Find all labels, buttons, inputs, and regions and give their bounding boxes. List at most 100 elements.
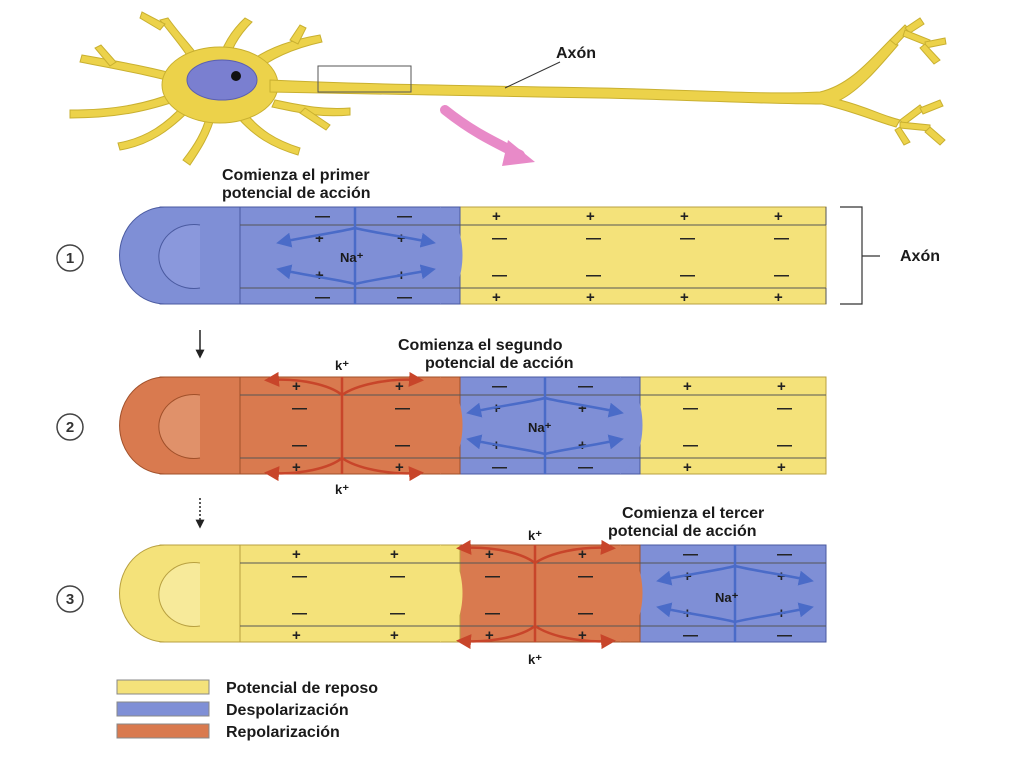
sign: —: [777, 437, 792, 454]
stage-2-k-arrows: [264, 371, 424, 482]
stage-2-resting-region: [619, 376, 827, 475]
axon-segment-box: [317, 65, 412, 93]
sign: +: [578, 546, 587, 563]
stage-3-tube-opening: [158, 562, 201, 627]
sign: —: [397, 208, 412, 225]
sign: —: [578, 459, 593, 476]
sign: —: [395, 400, 410, 417]
stage-1-caption-line1: Comienza el primer: [222, 167, 370, 184]
stage-1-axon-bracket-label: Axón: [900, 248, 940, 265]
dendrites: [69, 11, 351, 166]
stage-3-caption-line1: Comienza el tercer: [622, 505, 764, 522]
sign: —: [774, 267, 789, 284]
axon-label-leader: [504, 61, 561, 89]
sign: —: [777, 400, 792, 417]
sign: +: [292, 546, 301, 563]
stage-3-na-label: Na⁺: [715, 590, 739, 605]
sign: —: [680, 267, 695, 284]
sign: —: [774, 230, 789, 247]
legend-item-resting: Potencial de reposo: [116, 679, 378, 697]
stage-3-na-arrows: [656, 545, 814, 642]
legend-item-depolarization: Despolarización: [116, 701, 349, 719]
sign: +: [777, 459, 786, 476]
sign: +: [485, 546, 494, 563]
nucleus: [186, 59, 258, 101]
stage-3-k-label-bottom: k⁺: [528, 652, 542, 667]
legend-label-resting: Potencial de reposo: [226, 680, 378, 697]
sign: —: [492, 230, 507, 247]
sign: +: [390, 627, 399, 644]
stage-1-number: 1: [66, 250, 74, 267]
sign: —: [390, 605, 405, 622]
sign: +: [395, 459, 404, 476]
sign: —: [683, 546, 698, 563]
sign: —: [586, 230, 601, 247]
sign: —: [292, 400, 307, 417]
sign: +: [292, 378, 301, 395]
stage-1: Comienza el primer potencial de acción 1…: [56, 167, 940, 306]
sign: +: [315, 267, 324, 284]
stage-2-caption-line1: Comienza el segundo: [398, 337, 563, 354]
sign: +: [315, 230, 324, 247]
sign: —: [292, 568, 307, 585]
sign: —: [578, 605, 593, 622]
sign: —: [315, 208, 330, 225]
legend: Potencial de reposo Despolarización Repo…: [116, 679, 378, 741]
legend-swatch-depolarization: [116, 701, 210, 717]
stage-3: Comienza el tercer potencial de acción 3…: [56, 505, 827, 667]
stage-1-number-circle: [56, 244, 84, 272]
stage-3-yellow-front: [440, 545, 463, 642]
sign: —: [578, 568, 593, 585]
sign: +: [485, 627, 494, 644]
sign: —: [395, 437, 410, 454]
stage-2-na-label: Na⁺: [528, 420, 552, 435]
sign: —: [390, 568, 405, 585]
axon: [269, 39, 901, 128]
stage-2-number: 2: [66, 419, 74, 436]
stage-2-red-front: [440, 377, 463, 474]
sign: +: [586, 289, 595, 306]
legend-item-repolarization: Repolarización: [116, 723, 340, 741]
stage-2-na-arrows: [466, 377, 624, 474]
sign: +: [395, 378, 404, 395]
sign: —: [315, 289, 330, 306]
stage-1-axon-bracket: [840, 206, 880, 305]
stage-1-caption-line2: potencial de acción: [222, 185, 370, 202]
stage-2: Comienza el segundo potencial de acción …: [56, 337, 827, 497]
stage-3-signs: + + — — — — + + + + — — — — + + — — + + …: [292, 546, 792, 644]
sign: —: [397, 289, 412, 306]
stage-3-k-arrows: [456, 539, 616, 650]
stage-2-k-label-bottom: k⁺: [335, 482, 349, 497]
sign: —: [492, 267, 507, 284]
stage-3-number-circle: [56, 585, 84, 613]
sign: —: [777, 627, 792, 644]
sign: —: [492, 459, 507, 476]
axon-label: Axón: [556, 45, 596, 62]
sign: +: [397, 230, 406, 247]
sign: +: [683, 459, 692, 476]
sign: +: [292, 459, 301, 476]
sign: —: [683, 627, 698, 644]
sign: +: [390, 546, 399, 563]
sign: +: [578, 400, 587, 417]
sign: +: [586, 208, 595, 225]
sign: —: [586, 267, 601, 284]
sign: +: [683, 568, 692, 585]
sign: +: [774, 208, 783, 225]
legend-swatch-resting: [116, 679, 210, 695]
stage-1-na-arrows: [276, 207, 436, 304]
sign: +: [777, 378, 786, 395]
sign: —: [777, 546, 792, 563]
sign: —: [578, 378, 593, 395]
sign: —: [485, 605, 500, 622]
sign: +: [680, 289, 689, 306]
stage-1-blue-front: [440, 207, 463, 304]
stage-3-red-front: [620, 545, 643, 642]
stage-3-number: 3: [66, 591, 74, 608]
stage-2-blue-front: [620, 377, 643, 474]
sign: +: [680, 208, 689, 225]
stage-3-k-label-top: k⁺: [528, 528, 542, 543]
stage-3-caption-line2: potencial de acción: [608, 523, 756, 540]
sign: —: [680, 230, 695, 247]
